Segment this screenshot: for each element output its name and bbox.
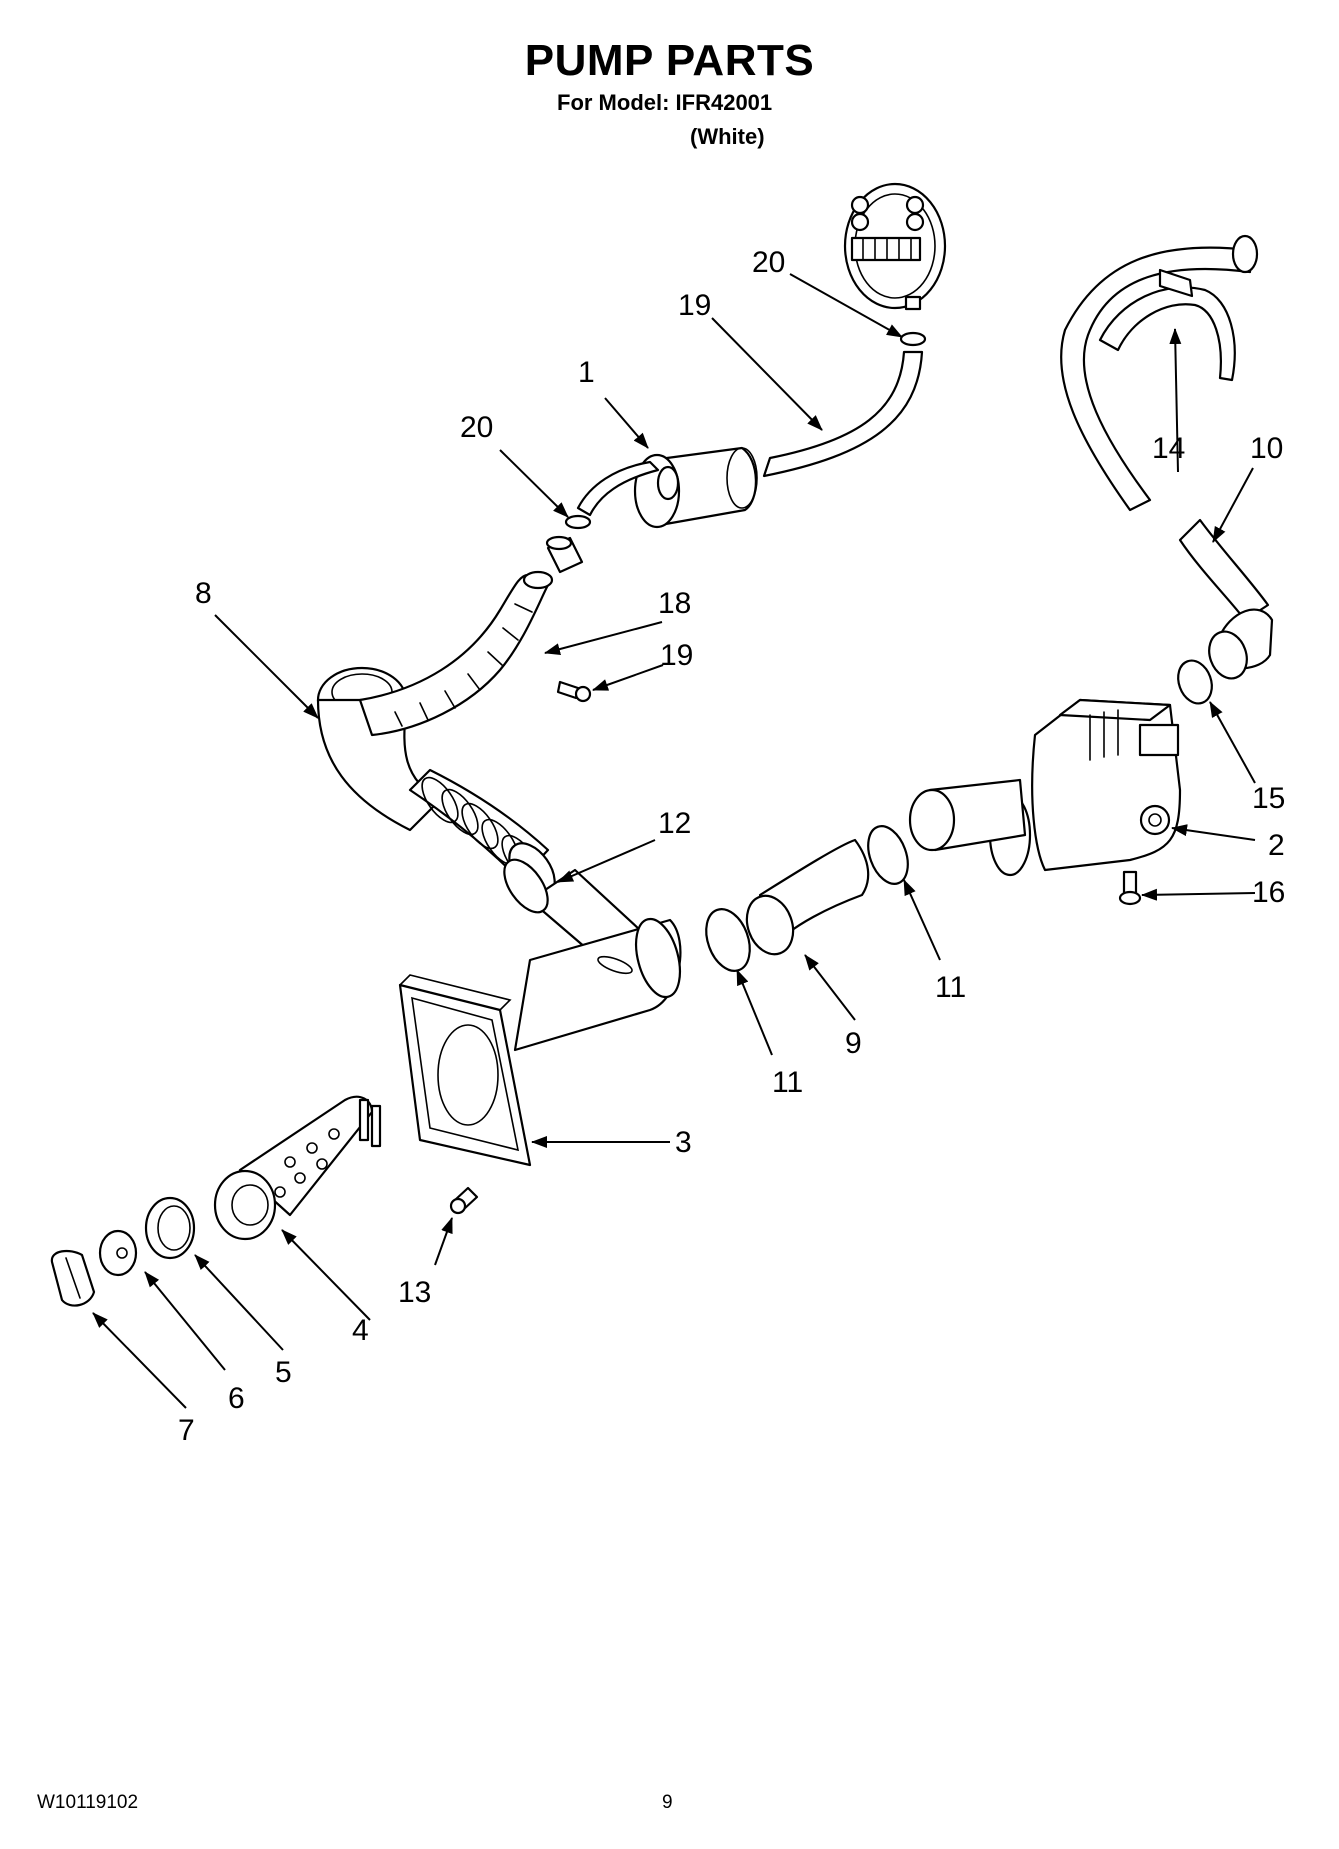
callout-12: 12 — [658, 807, 691, 840]
callout-11-left: 11 — [772, 1066, 803, 1099]
callout-13: 13 — [398, 1276, 431, 1309]
washer-part-6 — [98, 1229, 138, 1277]
page-title: PUMP PARTS — [524, 36, 815, 85]
callout-10: 10 — [1250, 432, 1283, 465]
callout-18: 19 — [660, 639, 693, 672]
callout-5: 5 — [275, 1356, 292, 1389]
callout-20-left: 20 — [460, 411, 493, 444]
page-number: 9 — [662, 1792, 673, 1813]
hose-support-part-15 — [1098, 268, 1236, 382]
screw-part-18 — [556, 680, 592, 703]
tube-part-19 — [762, 350, 924, 478]
callout-4: 4 — [352, 1314, 369, 1347]
hose-clamp-part-16 — [1177, 659, 1213, 705]
hose-clamp-part-11-right — [867, 825, 909, 885]
hose-clamp-part-12 — [503, 858, 549, 914]
callout-14: 16 — [1252, 876, 1285, 909]
callout-17: 18 — [658, 587, 691, 620]
callout-19: 19 — [678, 289, 711, 322]
gasket-part-5 — [144, 1196, 196, 1260]
cap-fitting — [545, 535, 584, 574]
hose-part-9 — [745, 838, 870, 956]
screw-part-13 — [449, 1186, 479, 1215]
callout-11-right: 11 — [935, 971, 966, 1004]
callout-16: 15 — [1252, 782, 1285, 815]
hose-clamp-part-20-left — [564, 514, 592, 530]
callout-3: 3 — [675, 1126, 692, 1159]
callout-15: 14 — [1152, 432, 1185, 465]
callout-1: 1 — [578, 356, 595, 389]
tube-to-filter — [576, 460, 660, 517]
callout-8: 8 — [195, 577, 212, 610]
leader-lines — [92, 273, 1256, 1409]
filter-part-4 — [213, 1095, 382, 1241]
callout-6: 6 — [228, 1382, 245, 1415]
document-number: W10119102 — [37, 1792, 139, 1813]
pressure-switch-part — [843, 182, 947, 311]
pump-outlet-tube — [908, 778, 1027, 852]
air-dome-part-1 — [633, 446, 758, 529]
callout-20-top: 20 — [752, 246, 785, 279]
callout-7: 7 — [178, 1414, 195, 1447]
hose-clamp-part-20-top — [899, 331, 927, 347]
knob-part-7 — [50, 1249, 96, 1307]
filter-housing-part-3 — [398, 917, 682, 1167]
screw-part-14 — [1118, 870, 1142, 906]
model-number-line: For Model: IFR42001 — [557, 90, 773, 115]
color-line: (White) — [690, 124, 765, 149]
callout-9: 9 — [845, 1027, 862, 1060]
callout-2: 2 — [1268, 829, 1285, 862]
perforated-sleeve-part-17 — [358, 570, 554, 737]
